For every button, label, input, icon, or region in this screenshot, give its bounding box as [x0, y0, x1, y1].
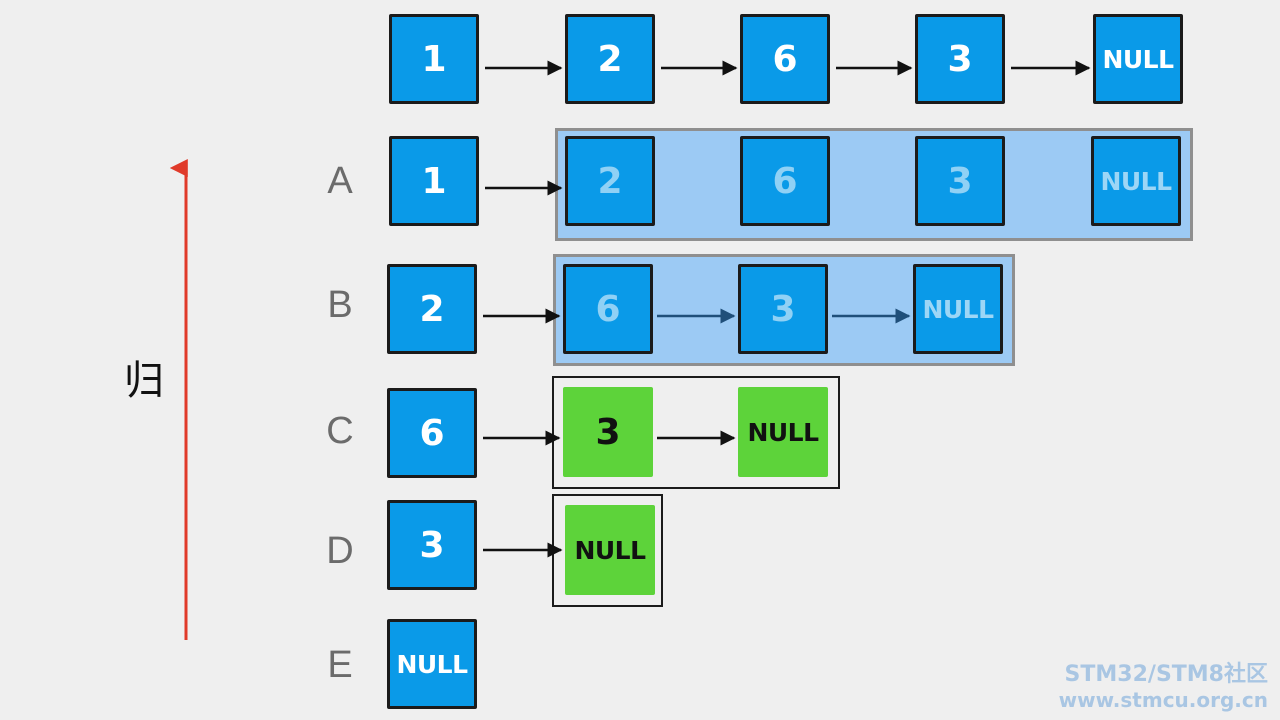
row-a-node-3: 6	[740, 136, 830, 226]
row-b-node-2: 6	[563, 264, 653, 354]
watermark-title: STM32/STM8社区	[1064, 662, 1268, 687]
watermark: STM32/STM8社区 www.stmcu.org.cn	[1059, 662, 1268, 712]
top-node-3: 6	[740, 14, 830, 104]
side-label-return: 归	[124, 358, 164, 404]
row-b-node-3: 3	[738, 264, 828, 354]
row-label-b: B	[327, 284, 353, 326]
top-node-null: NULL	[1093, 14, 1183, 104]
row-label-a: A	[327, 160, 353, 202]
group-a-sublist	[555, 128, 1193, 241]
row-a-node-4: 3	[915, 136, 1005, 226]
row-e-head-node: NULL	[387, 619, 477, 709]
row-a-node-2: 2	[565, 136, 655, 226]
row-d-head-node: 3	[387, 500, 477, 590]
top-node-2: 2	[565, 14, 655, 104]
row-label-e: E	[327, 644, 353, 686]
row-b-head-node: 2	[387, 264, 477, 354]
row-c-head-node: 6	[387, 388, 477, 478]
row-label-c: C	[326, 410, 354, 452]
top-node-4: 3	[915, 14, 1005, 104]
top-node-1: 1	[389, 14, 479, 104]
row-a-head-node: 1	[389, 136, 479, 226]
row-label-d: D	[326, 530, 354, 572]
row-c-node-2: 3	[563, 387, 653, 477]
row-d-node-null: NULL	[565, 505, 655, 595]
row-c-node-null: NULL	[738, 387, 828, 477]
watermark-url: www.stmcu.org.cn	[1058, 688, 1268, 712]
row-b-node-null: NULL	[913, 264, 1003, 354]
row-a-node-null: NULL	[1091, 136, 1181, 226]
